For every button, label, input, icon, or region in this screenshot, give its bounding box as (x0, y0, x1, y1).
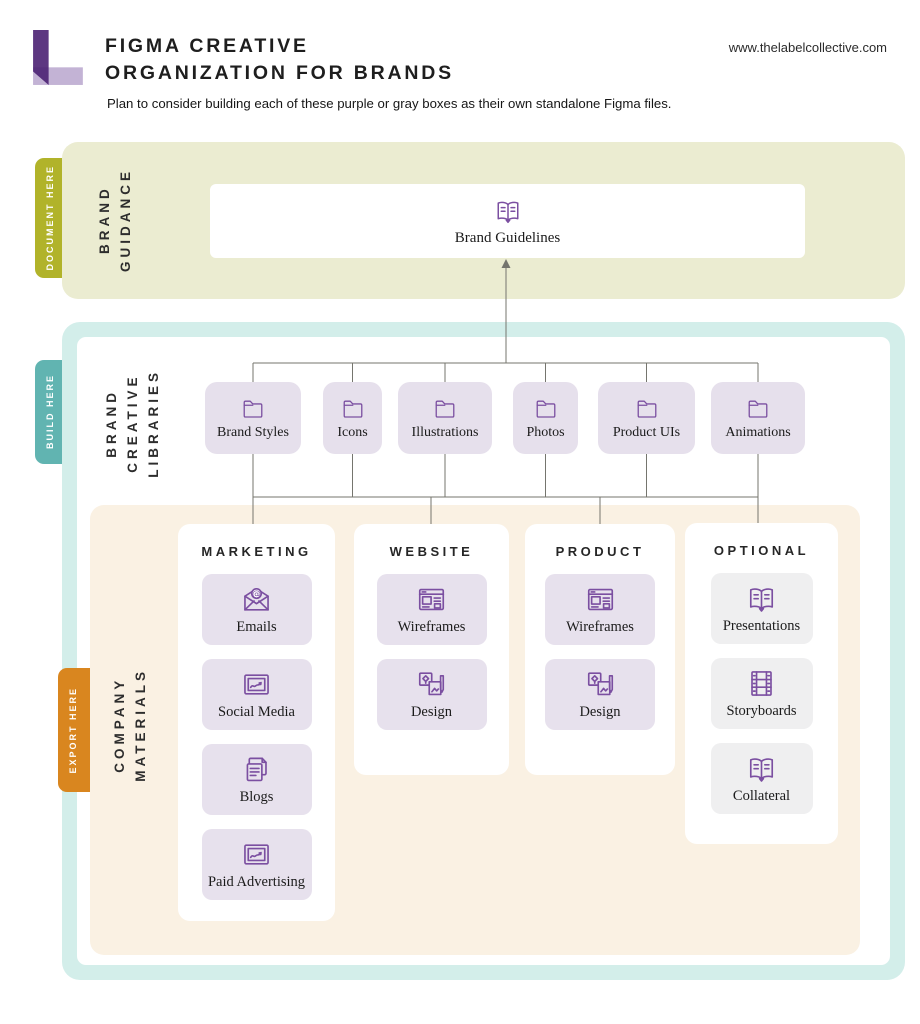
open-book-icon (745, 752, 778, 785)
page-title: FIGMA CREATIVE ORGANIZATION FOR BRANDS (105, 33, 454, 87)
node-collateral: Collateral (710, 743, 813, 814)
node-label: Icons (337, 425, 368, 440)
stacked-pages-icon (240, 753, 273, 786)
column-website: WEBSITE Wireframes Design (354, 524, 509, 775)
node-website-design: Design (376, 659, 487, 730)
node-label: Blogs (239, 789, 274, 805)
node-animations: Animations (711, 382, 805, 454)
open-book-icon (745, 582, 778, 615)
image-frame-icon (240, 838, 273, 871)
node-label: Design (579, 704, 621, 720)
node-label: Collateral (732, 788, 791, 804)
tab-document-here-label: DOCUMENT HERE (45, 165, 55, 271)
node-label: Paid Advertising (207, 874, 306, 890)
node-label: Product UIs (612, 425, 681, 440)
browser-window-icon (584, 583, 617, 616)
node-photos: Photos (513, 382, 578, 454)
open-book-icon (493, 196, 523, 226)
label-line: CREATIVE (124, 373, 140, 473)
folder-icon (533, 395, 559, 421)
folder-icon (745, 395, 771, 421)
film-strip-icon (745, 667, 778, 700)
label-line: GUIDANCE (118, 168, 133, 273)
node-blogs: Blogs (201, 744, 312, 815)
node-social-media: Social Media (201, 659, 312, 730)
design-tools-icon (415, 668, 448, 701)
browser-window-icon (415, 583, 448, 616)
node-label: Design (410, 704, 453, 720)
node-paid-advertising: Paid Advertising (201, 829, 312, 900)
node-emails: Emails (201, 574, 312, 645)
subtitle-text: Plan to consider building each of these … (107, 96, 672, 111)
node-label: Brand Guidelines (454, 229, 561, 246)
node-website-wireframes: Wireframes (376, 574, 487, 645)
label-line: LIBRARIES (145, 368, 161, 478)
column-header: WEBSITE (389, 544, 474, 559)
label-line: BRAND (103, 388, 119, 458)
tab-export-here-label: EXPORT HERE (68, 686, 78, 774)
node-product-uis: Product UIs (598, 382, 695, 454)
node-label: Brand Styles (217, 425, 289, 440)
title-line-2: ORGANIZATION FOR BRANDS (105, 62, 454, 84)
node-label: Presentations (722, 618, 801, 634)
node-label: Wireframes (566, 619, 634, 635)
node-label: Wireframes (397, 619, 466, 635)
column-header: OPTIONAL (713, 543, 810, 558)
node-product-design: Design (545, 659, 655, 730)
folder-icon (432, 395, 458, 421)
node-product-wireframes: Wireframes (545, 574, 655, 645)
node-illustrations: Illustrations (398, 382, 492, 454)
folder-icon (634, 395, 660, 421)
label-line: MATERIALS (133, 668, 148, 782)
node-label: Social Media (218, 704, 295, 720)
title-line-1: FIGMA CREATIVE (105, 35, 309, 57)
column-header: MARKETING (201, 544, 312, 559)
node-storyboards: Storyboards (710, 658, 813, 729)
folder-icon (240, 395, 266, 421)
column-marketing: MARKETING Emails Social Media Blogs Paid… (178, 524, 335, 921)
section-label-company-materials: COMPANY MATERIALS (96, 662, 164, 788)
label-line: COMPANY (112, 677, 127, 774)
column-product: PRODUCT Wireframes Design (525, 524, 675, 775)
node-presentations: Presentations (710, 573, 813, 644)
column-header: PRODUCT (555, 544, 645, 559)
folder-icon (340, 395, 366, 421)
email-envelope-icon (240, 583, 273, 616)
node-label: Storyboards (726, 703, 797, 719)
image-frame-icon (240, 668, 273, 701)
node-label: Emails (236, 619, 277, 635)
node-label: Photos (526, 425, 565, 440)
node-brand-styles: Brand Styles (205, 382, 301, 454)
node-brand-guidelines: Brand Guidelines (210, 184, 805, 258)
section-label-brand-creative-libraries: BRAND CREATIVE LIBRARIES (98, 360, 166, 486)
design-tools-icon (584, 668, 617, 701)
section-label-brand-guidance: BRAND GUIDANCE (85, 152, 145, 289)
tab-build-here-label: BUILD HERE (45, 374, 55, 450)
website-url: www.thelabelcollective.com (728, 40, 887, 55)
column-optional: OPTIONAL Presentations Storyboards Colla… (685, 523, 838, 844)
node-label: Animations (725, 425, 791, 440)
node-label: Illustrations (411, 425, 479, 440)
label-line: BRAND (97, 186, 112, 255)
label-collective-logo (33, 30, 83, 85)
node-icons: Icons (323, 382, 382, 454)
